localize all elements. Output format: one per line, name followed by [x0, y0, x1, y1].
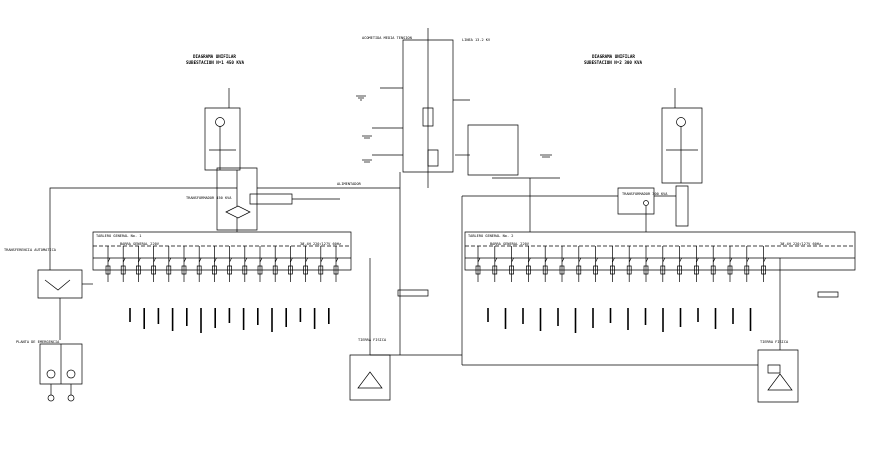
right-bus-rating: 3Ø-4H 220/127V 60Hz	[780, 242, 822, 246]
branch-breaker	[627, 246, 631, 282]
branch-breaker	[106, 246, 110, 282]
center-feeder-label: ALIMENTADOR	[337, 182, 361, 186]
branch-breaker	[243, 246, 247, 282]
right-board-title: TABLERO GENERAL No. 2	[468, 234, 514, 238]
branch-breaker	[644, 246, 648, 282]
left-feeder-lines	[50, 188, 400, 270]
left-main-bus	[93, 232, 351, 270]
branch-breaker	[594, 246, 598, 282]
branch-breaker	[304, 246, 308, 282]
left-ground-system	[350, 258, 462, 400]
branch-breaker	[167, 246, 171, 282]
branch-breaker	[543, 246, 547, 282]
right-branch-breakers	[476, 246, 766, 282]
left-transformer-label: TRANSFORMADOR 450 KVA	[186, 196, 232, 200]
right-circuit-labels	[488, 308, 751, 333]
right-transformer	[618, 186, 688, 232]
branch-breaker	[121, 246, 125, 282]
branch-breaker	[678, 246, 682, 282]
transfer-switch	[38, 270, 93, 340]
branch-breaker	[182, 246, 186, 282]
branch-breaker	[762, 246, 766, 282]
right-utility-meter	[662, 88, 702, 183]
left-section-title: DIAGRAMA UNIFILAR	[193, 54, 236, 59]
left-board-title: TABLERO GENERAL No. 1	[96, 234, 142, 238]
left-branch-breakers	[106, 246, 338, 282]
branch-breaker	[334, 246, 338, 282]
center-ground-symbols	[356, 96, 552, 162]
right-ground-system	[462, 258, 798, 402]
left-section-subtitle: SUBESTACION Nº1 450 KVA	[186, 60, 244, 65]
emergency-generator	[40, 344, 82, 401]
left-spare-box	[398, 290, 428, 296]
left-transformer	[217, 168, 292, 232]
right-spare-box	[818, 292, 838, 297]
center-utility-entrance	[372, 28, 470, 365]
right-section-title: DIAGRAMA UNIFILAR	[592, 54, 635, 59]
branch-breaker	[661, 246, 665, 282]
branch-breaker	[288, 246, 292, 282]
branch-breaker	[476, 246, 480, 282]
center-top-label: ACOMETIDA MEDIA TENSION	[362, 36, 412, 40]
branch-breaker	[273, 246, 277, 282]
branch-breaker	[197, 246, 201, 282]
right-bus-label: BARRA GENERAL 220V	[490, 242, 529, 246]
branch-breaker	[228, 246, 232, 282]
branch-breaker	[560, 246, 564, 282]
left-ground-label: TIERRA FISICA	[358, 338, 387, 342]
left-bus-rating: 3Ø-4H 220/127V 60Hz	[300, 242, 342, 246]
branch-breaker	[728, 246, 732, 282]
left-bus-label: BARRA GENERAL 220V	[120, 242, 159, 246]
branch-breaker	[694, 246, 698, 282]
right-ground-label: TIERRA FISICA	[760, 340, 789, 344]
transfer-switch-label: TRANSFERENCIA AUTOMATICA	[4, 248, 56, 252]
branch-breaker	[526, 246, 530, 282]
branch-breaker	[577, 246, 581, 282]
generator-label: PLANTA DE EMERGENCIA	[16, 340, 60, 344]
branch-breaker	[319, 246, 323, 282]
branch-breaker	[136, 246, 140, 282]
branch-breaker	[510, 246, 514, 282]
center-line-label: LINEA 13.2 KV	[462, 38, 491, 42]
left-utility-meter	[205, 88, 240, 170]
branch-breaker	[258, 246, 262, 282]
left-circuit-labels	[130, 308, 329, 333]
right-transformer-label: TRANSFORMADOR 300 KVA	[622, 192, 668, 196]
right-section-subtitle: SUBESTACION Nº2 300 KVA	[584, 60, 642, 65]
right-feeder-lines	[462, 125, 676, 232]
branch-breaker	[212, 246, 216, 282]
branch-breaker	[152, 246, 156, 282]
branch-breaker	[711, 246, 715, 282]
right-main-bus	[465, 232, 855, 270]
branch-breaker	[493, 246, 497, 282]
branch-breaker	[745, 246, 749, 282]
branch-breaker	[610, 246, 614, 282]
